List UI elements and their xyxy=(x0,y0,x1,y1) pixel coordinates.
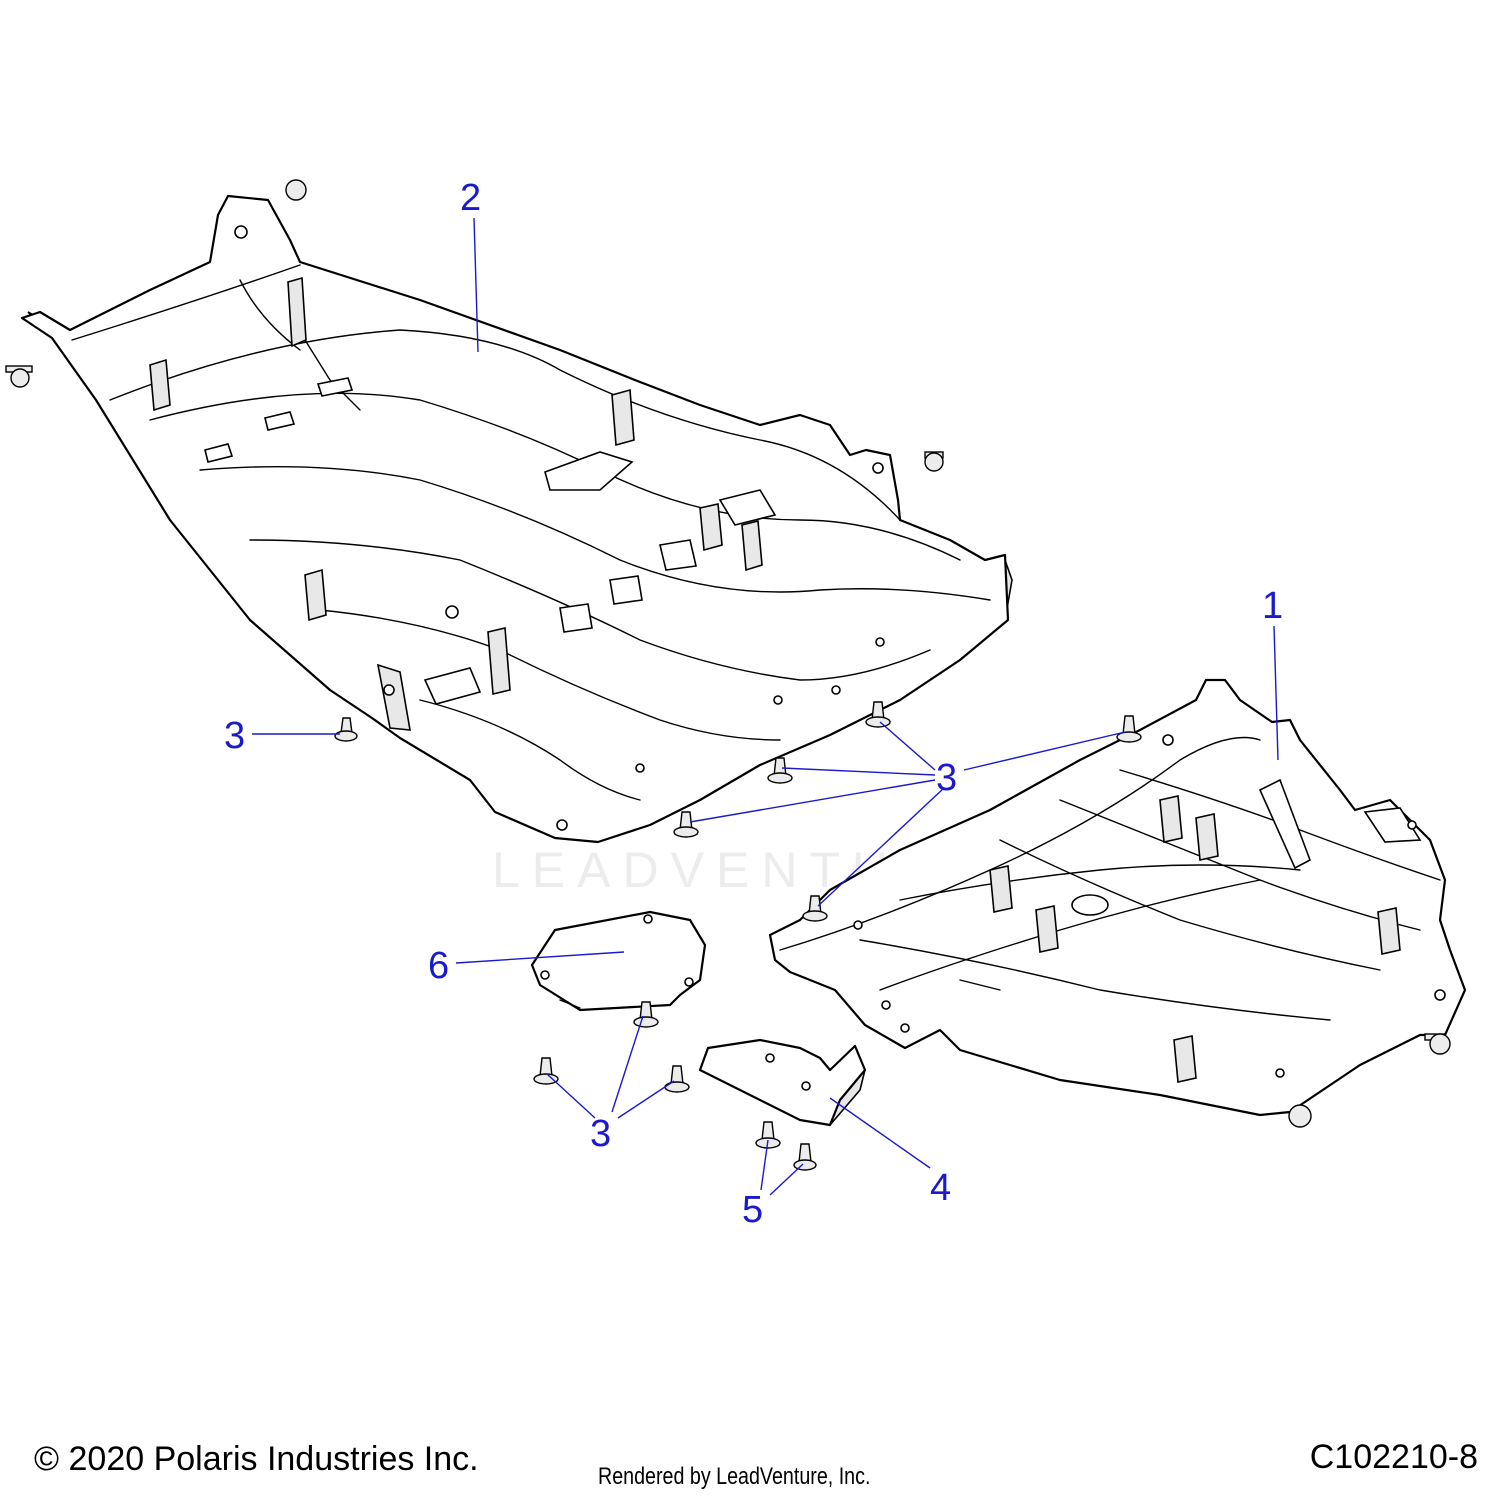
fastener-3-i xyxy=(664,1065,690,1093)
fastener-3-a xyxy=(334,717,358,742)
copyright-text: © 2020 Polaris Industries Inc. xyxy=(34,1440,479,1478)
fastener-3-f xyxy=(802,895,828,922)
fastener-3-b xyxy=(865,701,891,728)
fastener-3-d xyxy=(767,757,793,784)
part-4-bracket xyxy=(698,1038,867,1127)
callout-2: 2 xyxy=(460,177,481,219)
callout-3-center: 3 xyxy=(936,757,957,799)
callout-1: 1 xyxy=(1262,585,1283,627)
rendered-by-text: Rendered by LeadVenture, Inc. xyxy=(598,1463,871,1490)
fastener-3-h xyxy=(533,1057,559,1085)
leader-lines xyxy=(252,217,1279,1196)
part-2-skid-plate xyxy=(5,179,1013,844)
fastener-set xyxy=(334,701,1142,1171)
callout-4: 4 xyxy=(930,1167,951,1209)
callout-5: 5 xyxy=(742,1189,763,1231)
part-6-plate xyxy=(530,910,707,1012)
part-1-skid-plate xyxy=(768,678,1467,1128)
fastener-5-b xyxy=(793,1143,817,1171)
callout-6: 6 xyxy=(428,945,449,987)
figure-code: C102210-8 xyxy=(1309,1438,1478,1476)
fastener-3-c xyxy=(1116,715,1142,743)
fastener-3-e xyxy=(673,811,699,838)
callout-3-bottom: 3 xyxy=(590,1113,611,1155)
callout-3-left: 3 xyxy=(224,715,245,757)
